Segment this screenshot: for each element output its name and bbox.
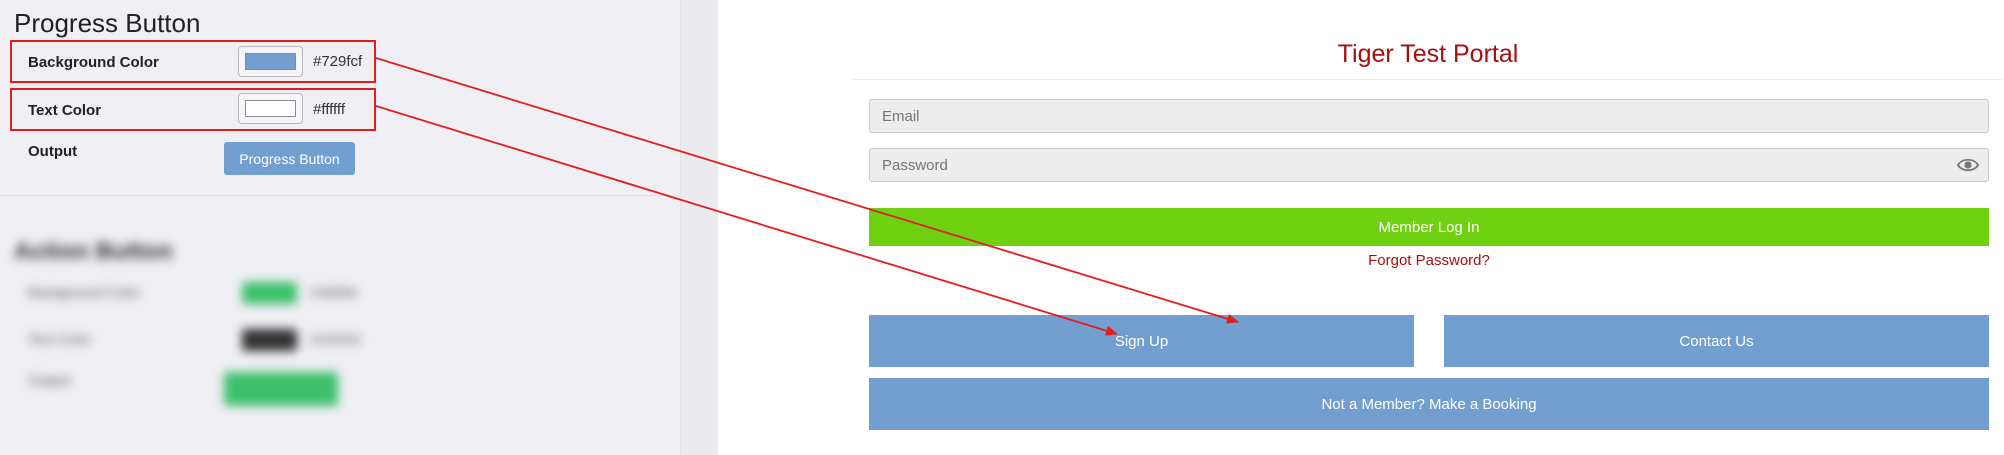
action-button-section: Action Button Background Color #3dbf6b T… (0, 200, 680, 455)
panel-scroll-strip (680, 0, 718, 455)
section-divider (0, 195, 680, 196)
action-background-hex: #3dbf6b (310, 285, 357, 300)
text-color-hex: #ffffff (313, 101, 345, 118)
background-color-arrow (375, 57, 1239, 324)
password-input[interactable] (869, 148, 1989, 182)
output-label: Output (28, 143, 78, 160)
portal-title-rule (853, 79, 2003, 80)
text-color-picker[interactable] (238, 93, 303, 124)
action-button-title: Action Button (14, 238, 173, 265)
background-color-highlight (10, 40, 376, 83)
portal-title: Tiger Test Portal (1337, 40, 1519, 68)
action-text-label: Text Color (28, 331, 92, 347)
eye-icon[interactable] (1957, 156, 1979, 174)
action-background-label: Background Color (28, 284, 141, 300)
action-text-hex: #333333 (310, 332, 361, 347)
background-color-picker[interactable] (238, 46, 303, 77)
settings-panel: Progress Button Background Color #729fcf… (0, 0, 680, 455)
action-output-label: Output (28, 372, 71, 388)
text-color-arrow (375, 105, 1118, 336)
text-color-swatch (245, 100, 296, 117)
contact-us-button[interactable]: Contact Us (1444, 315, 1989, 367)
text-color-label: Text Color (28, 102, 102, 119)
progress-button-preview[interactable]: Progress Button (224, 142, 355, 175)
background-color-hex: #729fcf (313, 53, 363, 70)
action-background-swatch (242, 282, 297, 304)
make-booking-button[interactable]: Not a Member? Make a Booking (869, 378, 1989, 430)
action-button-preview (224, 372, 338, 406)
member-login-button[interactable]: Member Log In (869, 208, 1989, 246)
section-title: Progress Button (14, 8, 201, 38)
action-text-swatch (242, 329, 297, 351)
email-input[interactable] (869, 99, 1989, 133)
sign-up-button[interactable]: Sign Up (869, 315, 1414, 367)
background-color-swatch (245, 53, 296, 70)
background-color-label: Background Color (28, 54, 159, 71)
forgot-password-link[interactable]: Forgot Password? (1368, 252, 1490, 269)
text-color-highlight (10, 88, 376, 131)
